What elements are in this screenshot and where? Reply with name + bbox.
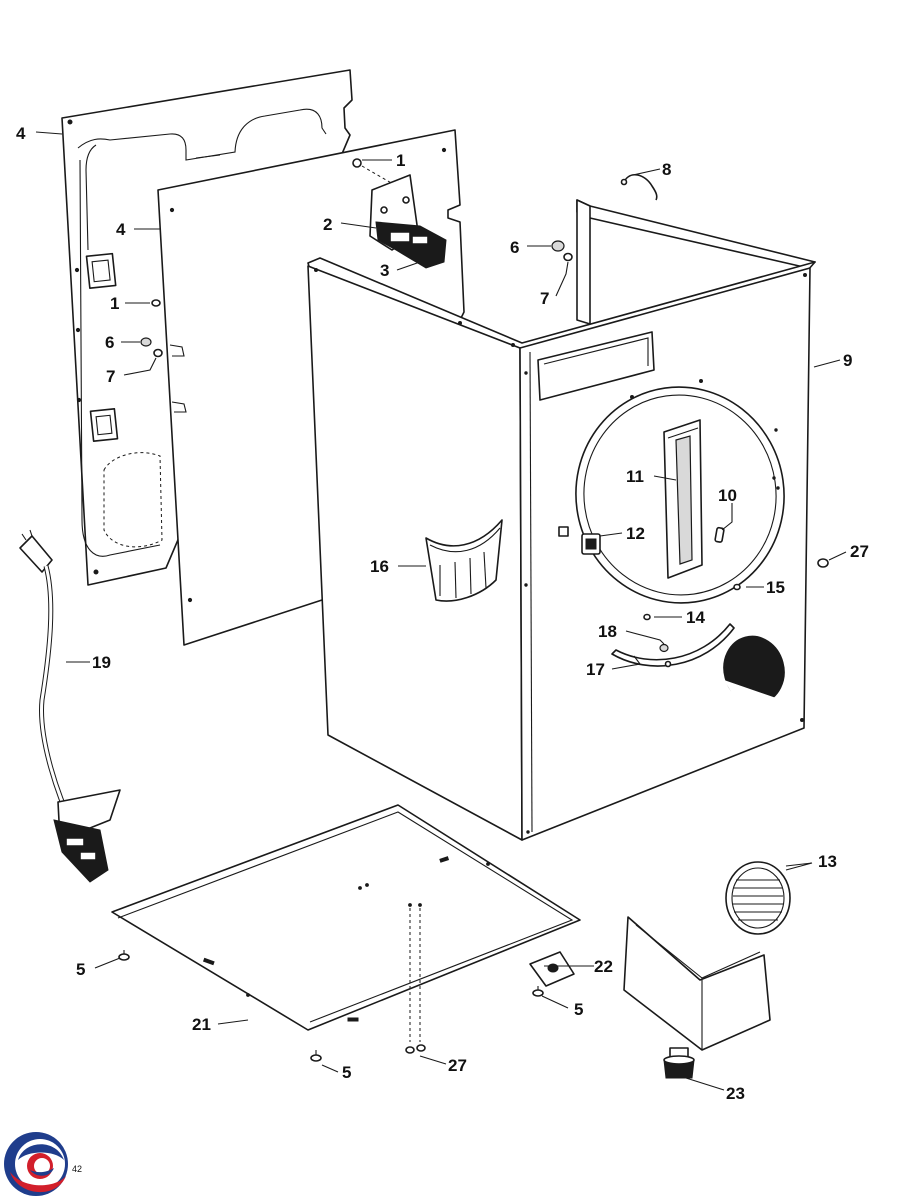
brand-swirl-logo <box>4 1132 68 1196</box>
callout-8: 8 <box>662 160 671 179</box>
callout-17: 17 <box>586 660 605 679</box>
top-hardware <box>551 240 573 262</box>
sensor-clip <box>714 526 725 543</box>
callout-3: 3 <box>380 261 389 280</box>
vent-grille <box>725 861 791 935</box>
callout-6-top: 6 <box>510 238 519 257</box>
callout-16: 16 <box>370 557 389 576</box>
callout-27-right: 27 <box>850 542 869 561</box>
handle-pocket <box>425 519 503 602</box>
callout-21: 21 <box>192 1015 211 1034</box>
callout-7-left: 7 <box>106 367 115 386</box>
panel-hardware-left <box>140 299 163 358</box>
callout-7-top: 7 <box>540 289 549 308</box>
callout-18: 18 <box>598 622 617 641</box>
callout-5-right: 5 <box>574 1000 583 1019</box>
callout-12: 12 <box>626 524 645 543</box>
seal-strip <box>611 623 735 667</box>
power-cord <box>19 529 121 883</box>
door-catch <box>581 533 601 555</box>
callout-1-lower: 1 <box>110 294 119 313</box>
screw-right <box>817 558 829 568</box>
callout-15: 15 <box>766 578 785 597</box>
filter-guide <box>663 419 703 579</box>
switch-bracket <box>369 174 447 269</box>
callout-13: 13 <box>818 852 837 871</box>
adjustable-foot <box>663 1047 695 1079</box>
callout-5-bottom: 5 <box>342 1063 351 1082</box>
callout-19: 19 <box>92 653 111 672</box>
callout-1-upper: 1 <box>396 151 405 170</box>
leveling-bracket <box>529 951 575 987</box>
inner-back-panel <box>157 129 465 646</box>
callout-23: 23 <box>726 1084 745 1103</box>
callout-14: 14 <box>686 608 705 627</box>
page-number: 42 <box>72 1164 82 1174</box>
base-plate <box>111 804 581 1042</box>
callout-22: 22 <box>594 957 613 976</box>
callout-27-bottom: 27 <box>448 1056 467 1075</box>
callout-labels: 4 4 1 2 3 1 6 7 8 6 7 9 11 10 12 27 16 1… <box>16 124 869 1103</box>
callout-2: 2 <box>323 215 332 234</box>
cabinet <box>307 199 816 841</box>
callout-4-inner-panel: 4 <box>116 220 126 239</box>
leader-lines <box>35 131 847 1091</box>
callout-9: 9 <box>843 351 852 370</box>
kickplate <box>623 916 771 1051</box>
small-screws <box>643 583 741 653</box>
callout-11: 11 <box>626 467 644 486</box>
callout-4-rear-panel: 4 <box>16 124 26 143</box>
feet-screws <box>118 950 544 1062</box>
callout-5-left: 5 <box>76 960 85 979</box>
callout-6-left: 6 <box>105 333 114 352</box>
callout-10: 10 <box>718 486 737 505</box>
wire-clip <box>620 174 658 201</box>
